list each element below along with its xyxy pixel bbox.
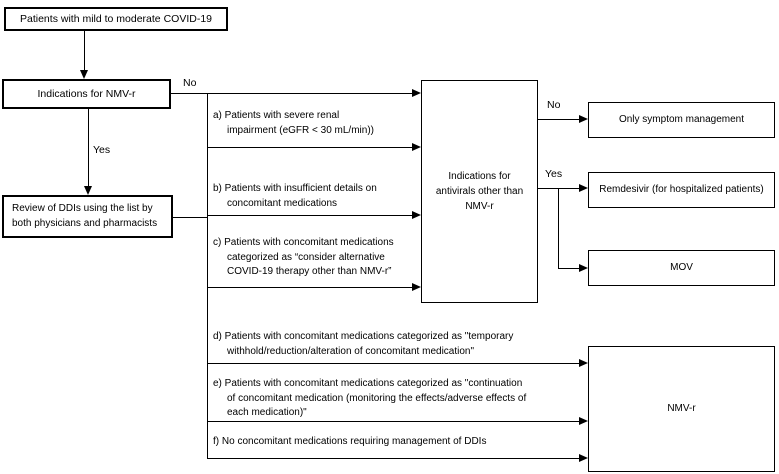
only-symptom-management-box: Only symptom management (588, 102, 775, 138)
start-box: Patients with mild to moderate COVID-19 (4, 7, 228, 31)
nmvr-label: NMV-r (667, 403, 696, 414)
edge-label-antivirals-no: No (545, 99, 563, 111)
connector-yes-drop-to-mov (558, 188, 560, 269)
edge-label-nmvr-yes: Yes (91, 144, 113, 156)
connector-criterion-a (207, 147, 413, 149)
criterion-a-text: a) Patients with severe renal impairment… (213, 110, 374, 136)
mov-box: MOV (588, 250, 775, 286)
connector-no-branch (171, 93, 413, 95)
connector-yes-to-review (87, 109, 89, 187)
connector-criterion-c (207, 287, 413, 289)
criterion-c-text: c) Patients with concomitant medications… (213, 237, 394, 277)
arrowhead-mov (579, 263, 588, 272)
review-ddis-box: Review of DDIs using the list by both ph… (2, 195, 173, 238)
indications-other-antivirals-box: Indications for antivirals other than NM… (421, 80, 538, 303)
indications-other-antivirals-label: Indications for antivirals other than NM… (435, 171, 524, 212)
connector-mov (558, 268, 580, 270)
only-symptom-management-label: Only symptom management (618, 114, 745, 125)
mov-label: MOV (670, 262, 693, 273)
connector-criterion-f (207, 458, 579, 460)
arrowhead-criterion-a-to-antivirals (412, 88, 421, 97)
criterion-d-text: d) Patients with concomitant medications… (213, 331, 514, 357)
remdesivir-label: Remdesivir (for hospitalized patients) (599, 184, 764, 195)
arrowhead-criterion-a (412, 142, 421, 151)
indications-nmvr-label: Indications for NMV-r (37, 88, 136, 100)
criterion-f-text: f) No concomitant medications requiring … (213, 436, 487, 447)
arrowhead-remdesivir (579, 183, 588, 192)
arrowhead-criterion-f (579, 453, 588, 462)
arrowhead-yes-to-review (83, 186, 92, 195)
indications-nmvr-box: Indications for NMV-r (2, 79, 171, 109)
arrowhead-criterion-c (412, 282, 421, 291)
connector-criterion-b (207, 215, 413, 217)
edge-label-nmvr-no: No (181, 77, 199, 89)
connector-criterion-e (207, 421, 579, 423)
review-ddis-label: Review of DDIs using the list by both ph… (12, 203, 158, 229)
arrowhead-criterion-e (579, 416, 588, 425)
edge-label-antivirals-yes: Yes (543, 168, 565, 180)
connector-criteria-spine (207, 93, 209, 459)
arrowhead-only-symptom (579, 114, 588, 123)
connector-criterion-d (207, 363, 579, 365)
arrowhead-criterion-d (579, 358, 588, 367)
arrowhead-criterion-b (412, 210, 421, 219)
connector-review-to-spine (173, 217, 208, 219)
connector-start-to-indications (83, 31, 85, 72)
arrowhead-start-to-indications (79, 70, 88, 79)
remdesivir-box: Remdesivir (for hospitalized patients) (588, 172, 775, 208)
nmvr-box: NMV-r (588, 346, 775, 472)
start-box-label: Patients with mild to moderate COVID-19 (20, 13, 212, 25)
criterion-e-text: e) Patients with concomitant medications… (213, 378, 527, 418)
criterion-b-text: b) Patients with insufficient details on… (213, 183, 377, 209)
connector-antivirals-no (538, 119, 580, 121)
